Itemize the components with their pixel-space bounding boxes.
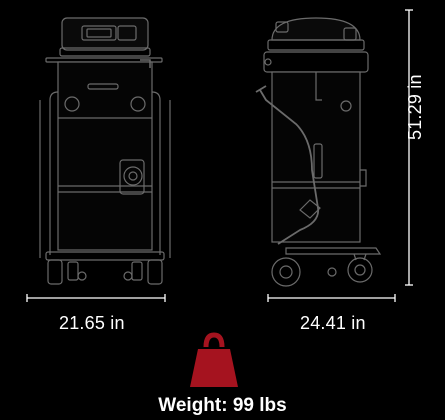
height-dimension-line: [405, 9, 413, 286]
depth-label: 24.41 in: [300, 313, 366, 333]
width-dimension-line: [26, 294, 166, 302]
depth-dimension-line: [267, 294, 396, 302]
front-view-drawing: [39, 17, 171, 285]
weight-icon: [190, 332, 238, 387]
width-label: 21.65 in: [59, 313, 125, 333]
side-view-drawing: [255, 17, 382, 287]
height-label: 51.29 in: [405, 74, 425, 140]
weight-label: Weight: 99 lbs: [158, 395, 287, 416]
